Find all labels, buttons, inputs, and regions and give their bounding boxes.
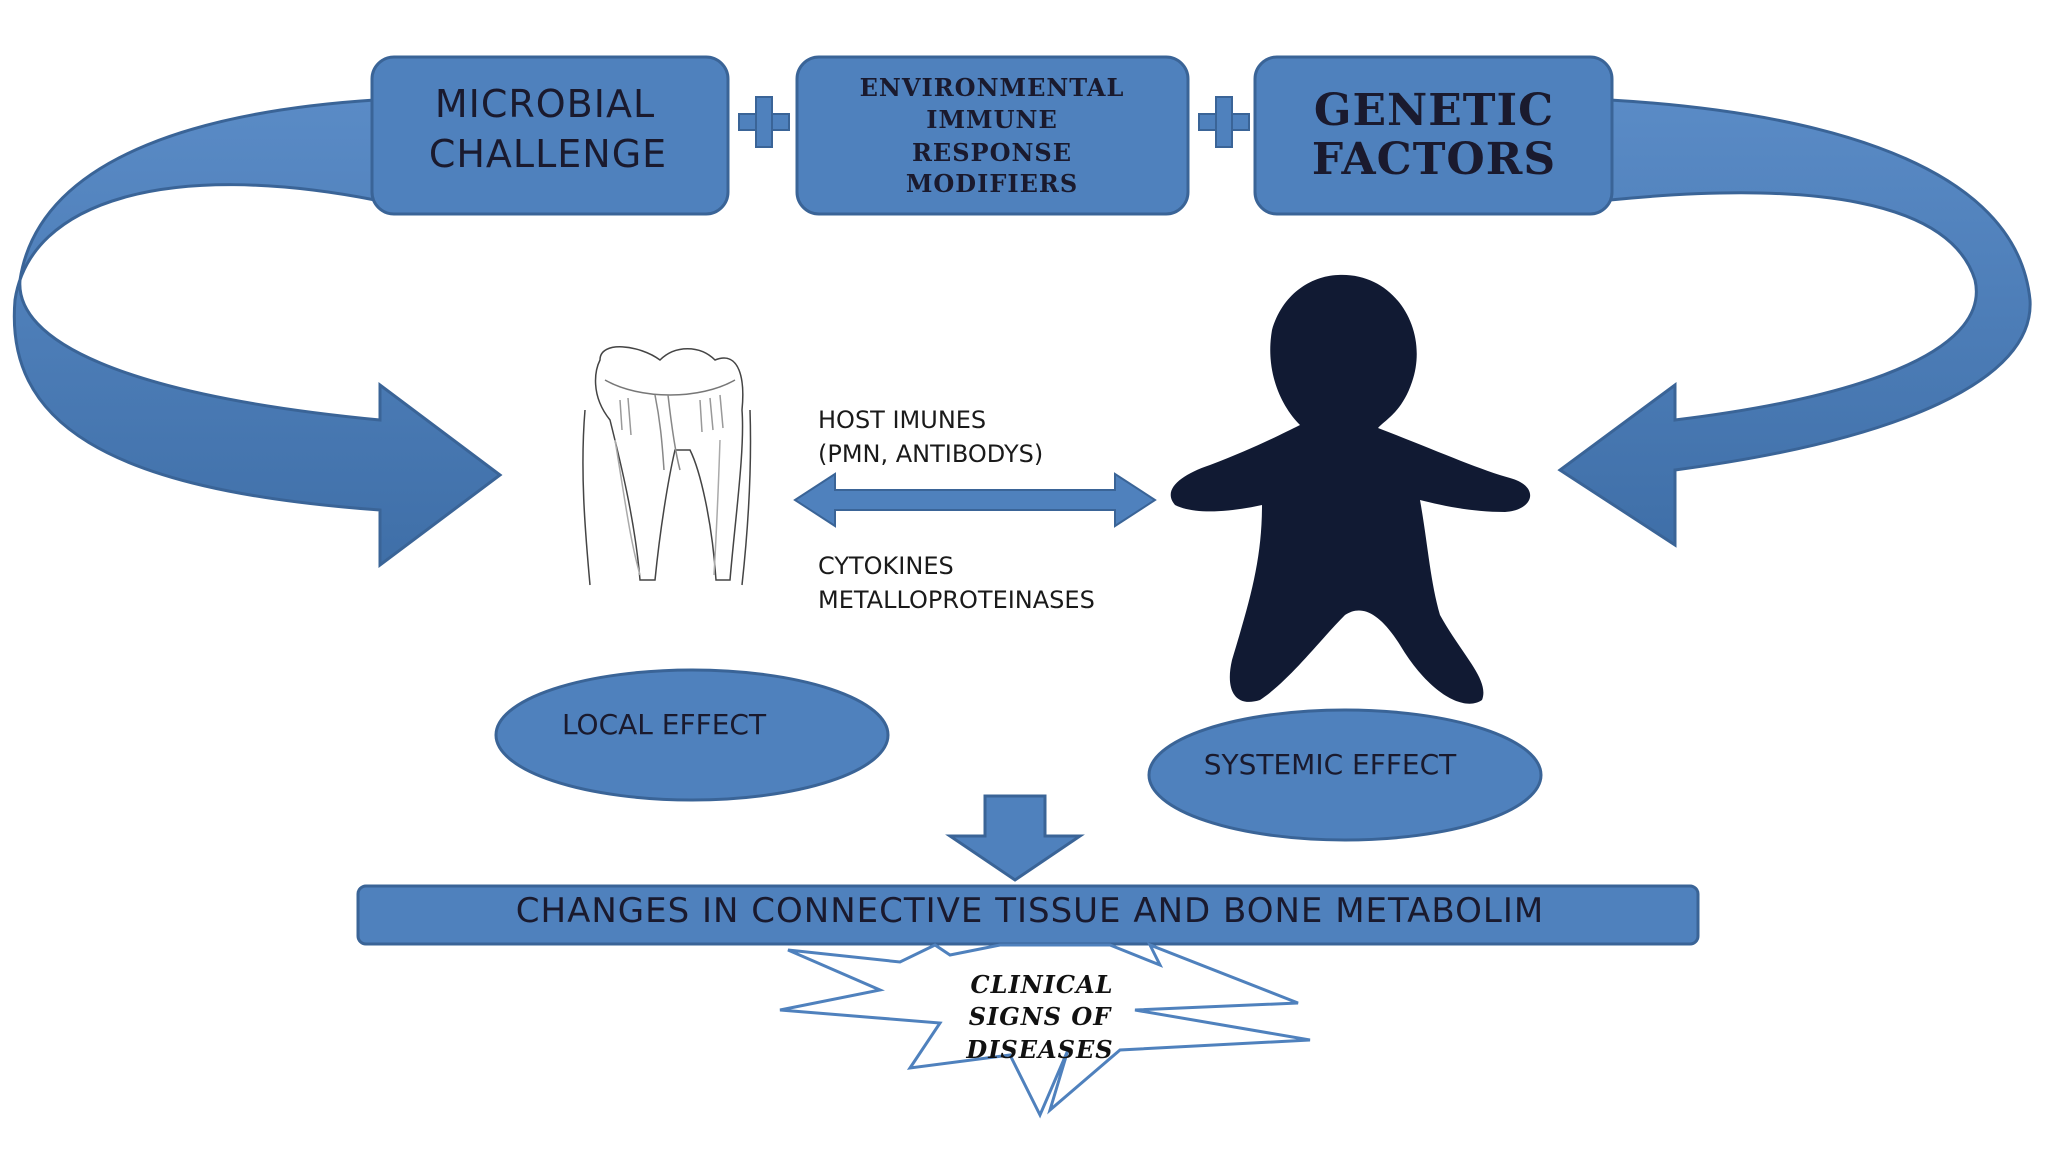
changes-label: CHANGES IN CONNECTIVE TISSUE AND BONE ME… xyxy=(516,891,1544,931)
systemic-effect-label: SYSTEMIC EFFECT xyxy=(1204,748,1457,781)
microbial-label-line1: MICROBIAL xyxy=(435,82,655,126)
clinical-signs-starburst: CLINICAL SIGNS OF DISEASES xyxy=(779,942,1311,1119)
microbial-challenge-box: MICROBIAL CHALLENGE xyxy=(370,55,730,216)
genetic-factors-box: GENETIC FACTORS xyxy=(1253,55,1614,216)
cytokines-label: CYTOKINES xyxy=(818,552,954,580)
clinical-label-line1: CLINICAL xyxy=(971,970,1114,999)
systemic-effect-ellipse: SYSTEMIC EFFECT xyxy=(1147,708,1543,842)
environmental-label-line4: MODIFIERS xyxy=(906,169,1078,198)
environmental-label-line2: IMMUNE xyxy=(926,105,1058,134)
microbial-label-line2: CHALLENGE xyxy=(429,132,667,176)
changes-banner: CHANGES IN CONNECTIVE TISSUE AND BONE ME… xyxy=(356,884,1700,946)
plus-sign-left xyxy=(738,96,790,148)
plus-sign-right xyxy=(1198,96,1250,148)
local-effect-label: LOCAL EFFECT xyxy=(562,708,767,741)
metalloproteinases-label: METALLOPROTEINASES xyxy=(818,586,1095,614)
left-curved-arrow xyxy=(12,98,503,568)
down-arrow xyxy=(945,794,1085,882)
environmental-label-line1: ENVIRONMENTAL xyxy=(860,73,1125,102)
right-curved-arrow xyxy=(1557,98,2032,548)
environmental-modifiers-box: ENVIRONMENTAL IMMUNE RESPONSE MODIFIERS xyxy=(795,55,1190,216)
local-effect-ellipse: LOCAL EFFECT xyxy=(494,668,890,802)
clinical-label-line2: SIGNS OF xyxy=(969,1002,1113,1031)
environmental-label-line3: RESPONSE xyxy=(912,138,1072,167)
pmn-antibodies-label: (PMN, ANTIBODYS) xyxy=(818,440,1043,468)
genetic-label-line2: FACTORS xyxy=(1312,134,1556,185)
host-immunes-label: HOST IMUNES xyxy=(818,406,986,434)
host-response-double-arrow xyxy=(793,472,1157,528)
genetic-label-line1: GENETIC xyxy=(1314,85,1554,136)
human-figure-icon xyxy=(1170,274,1531,704)
tooth-illustration xyxy=(582,346,752,586)
clinical-label-line3: DISEASES xyxy=(965,1035,1113,1064)
